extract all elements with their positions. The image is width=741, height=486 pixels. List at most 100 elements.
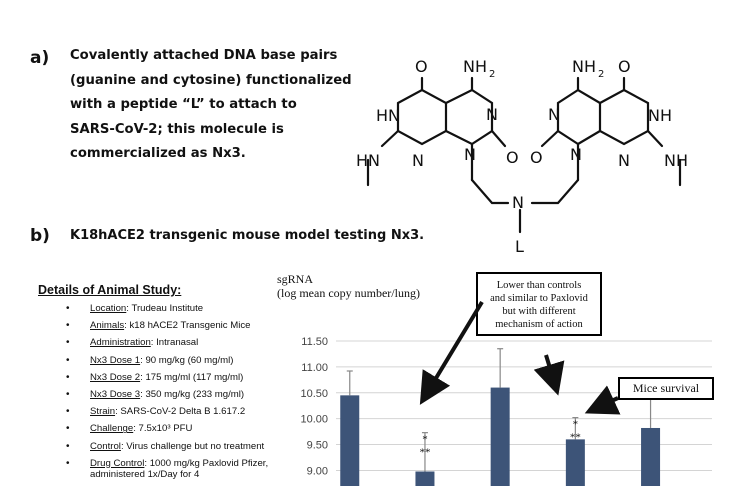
- significance-mark: **: [570, 432, 581, 444]
- nh-label: NH: [664, 151, 688, 170]
- details-key: Strain: [90, 406, 116, 418]
- bar: [415, 471, 435, 486]
- details-item: Administration: Intranasal: [62, 337, 285, 348]
- details-item: Challenge: 7.5x10³ PFU: [62, 423, 285, 434]
- peptide-l-label: L: [515, 237, 524, 254]
- y-tick-label: 9.00: [307, 465, 328, 477]
- description-line: Covalently attached DNA base pairs: [70, 48, 338, 63]
- bond: [576, 129, 602, 146]
- details-item: Nx3 Dose 2: 175 mg/ml (117 mg/ml): [62, 372, 285, 383]
- details-item: Nx3 Dose 1: 90 mg/kg (60 mg/ml): [62, 355, 285, 366]
- details-value: : Trudeau Institute: [126, 303, 204, 314]
- description-line: commercialized as Nx3.: [70, 146, 246, 161]
- significance-mark: **: [419, 447, 430, 459]
- nitrogen-label: N: [618, 151, 630, 170]
- y-tick-label: 10.50: [300, 388, 328, 400]
- ylabel-line: (log mean copy number/lung): [277, 286, 420, 300]
- details-key: Nx3 Dose 3: [90, 388, 141, 400]
- bond: [646, 129, 664, 148]
- ylabel-line: sgRNA: [277, 272, 314, 286]
- details-key: Nx3 Dose 1: [90, 354, 141, 366]
- hn-label: HN: [356, 151, 380, 170]
- nitrogen-label: N: [412, 151, 424, 170]
- details-title: Details of Animal Study:: [38, 283, 182, 297]
- hn-label: HN: [376, 106, 400, 125]
- description-line: (guanine and cytosine) functionalized: [70, 72, 352, 88]
- bond: [540, 129, 560, 148]
- details-value: : 350 mg/kg (233 mg/ml): [140, 388, 245, 400]
- bond: [490, 129, 507, 148]
- details-item: Strain: SARS-CoV-2 Delta B 1.617.2: [62, 406, 285, 417]
- amino-label: NH: [463, 57, 487, 76]
- details-key: Drug Control: [90, 457, 145, 469]
- significance-mark: *: [573, 419, 579, 431]
- panel-b-label: b): [30, 226, 50, 246]
- details-value: : SARS-CoV-2 Delta B 1.617.2: [115, 406, 246, 418]
- oxygen-label: O: [506, 148, 519, 167]
- nh-label: NH: [648, 106, 672, 125]
- details-value: : 7.5x10³ PFU: [133, 423, 193, 435]
- bar: [565, 439, 585, 486]
- details-value: : Intranasal: [150, 337, 199, 349]
- bond: [380, 129, 400, 148]
- nx3-chemical-structure: O NH 2 HN N HN N N O N L NH 2 O N NH O N…: [356, 57, 688, 254]
- controls-callout: Lower than controls and similar to Paxlo…: [476, 272, 602, 336]
- details-value: : 175 mg/ml (117 mg/ml): [140, 371, 244, 383]
- callout-line: Lower than controls: [496, 280, 582, 291]
- details-value: : 1000 mg/kg Paxlovid Pfizer, administer…: [90, 457, 269, 480]
- details-item: Control: Virus challenge but no treatmen…: [62, 441, 285, 452]
- bond: [470, 178, 510, 205]
- bond: [444, 88, 494, 146]
- details-value: : 90 mg/kg (60 mg/ml): [140, 354, 234, 366]
- survival-callout: Mice survival: [618, 377, 714, 400]
- bond: [530, 178, 580, 205]
- details-key: Administration: [90, 337, 151, 349]
- nitrogen-label: N: [486, 105, 498, 124]
- arrow-to-survival-bar: [584, 385, 621, 415]
- details-key: Challenge: [90, 423, 134, 435]
- description-line: SARS-CoV-2; this molecule is: [70, 121, 284, 137]
- bar: [641, 427, 661, 486]
- details-key: Animals: [90, 320, 125, 332]
- details-item: Nx3 Dose 3: 350 mg/kg (233 mg/ml): [62, 389, 285, 400]
- details-key: Control: [90, 440, 121, 452]
- y-tick-label: 9.50: [307, 440, 328, 452]
- oxygen-label: O: [530, 148, 543, 167]
- callout-line: but with different: [502, 306, 576, 317]
- nitrogen-label: N: [464, 145, 476, 164]
- bar: [490, 387, 510, 486]
- details-item: Drug Control: 1000 mg/kg Paxlovid Pfizer…: [62, 458, 285, 480]
- oxygen-label: O: [415, 57, 428, 76]
- y-tick-label: 11.50: [301, 336, 328, 348]
- description-line: with a peptide “L” to attach to: [70, 97, 297, 112]
- bond: [556, 88, 602, 146]
- details-value: : Virus challenge but no treatment: [120, 440, 265, 452]
- significance-mark: *: [422, 434, 428, 446]
- amino-subscript: 2: [598, 69, 604, 80]
- arrow-to-dose1: [419, 300, 484, 405]
- amino-subscript: 2: [489, 69, 495, 80]
- central-nitrogen-label: N: [512, 193, 524, 212]
- oxygen-label: O: [618, 57, 631, 76]
- callout-line: mechanism of action: [495, 319, 583, 330]
- arrow-to-dose3: [533, 354, 565, 396]
- bar: [340, 395, 360, 486]
- panel-a-description: Covalently attached DNA base pairs (guan…: [70, 44, 370, 167]
- chart-ylabel: sgRNA (log mean copy number/lung): [277, 272, 420, 300]
- y-tick-label: 10.00: [300, 414, 328, 426]
- details-list: Location: Trudeau Institute Animals: k18…: [62, 303, 285, 486]
- details-item: Location: Trudeau Institute: [62, 303, 285, 314]
- panel-a-label: a): [30, 48, 50, 68]
- details-key: Nx3 Dose 2: [90, 371, 141, 383]
- details-value: : k18 hACE2 Transgenic Mice: [124, 320, 251, 332]
- details-item: Animals: k18 hACE2 Transgenic Mice: [62, 320, 285, 331]
- callout-line: and similar to Paxlovid: [490, 293, 588, 304]
- nitrogen-label: N: [570, 145, 582, 164]
- y-tick-label: 11.00: [301, 362, 328, 374]
- amino-label: NH: [572, 57, 596, 76]
- details-key: Location: [90, 303, 127, 314]
- panel-b-title: K18hACE2 transgenic mouse model testing …: [70, 228, 425, 243]
- nitrogen-label: N: [548, 105, 560, 124]
